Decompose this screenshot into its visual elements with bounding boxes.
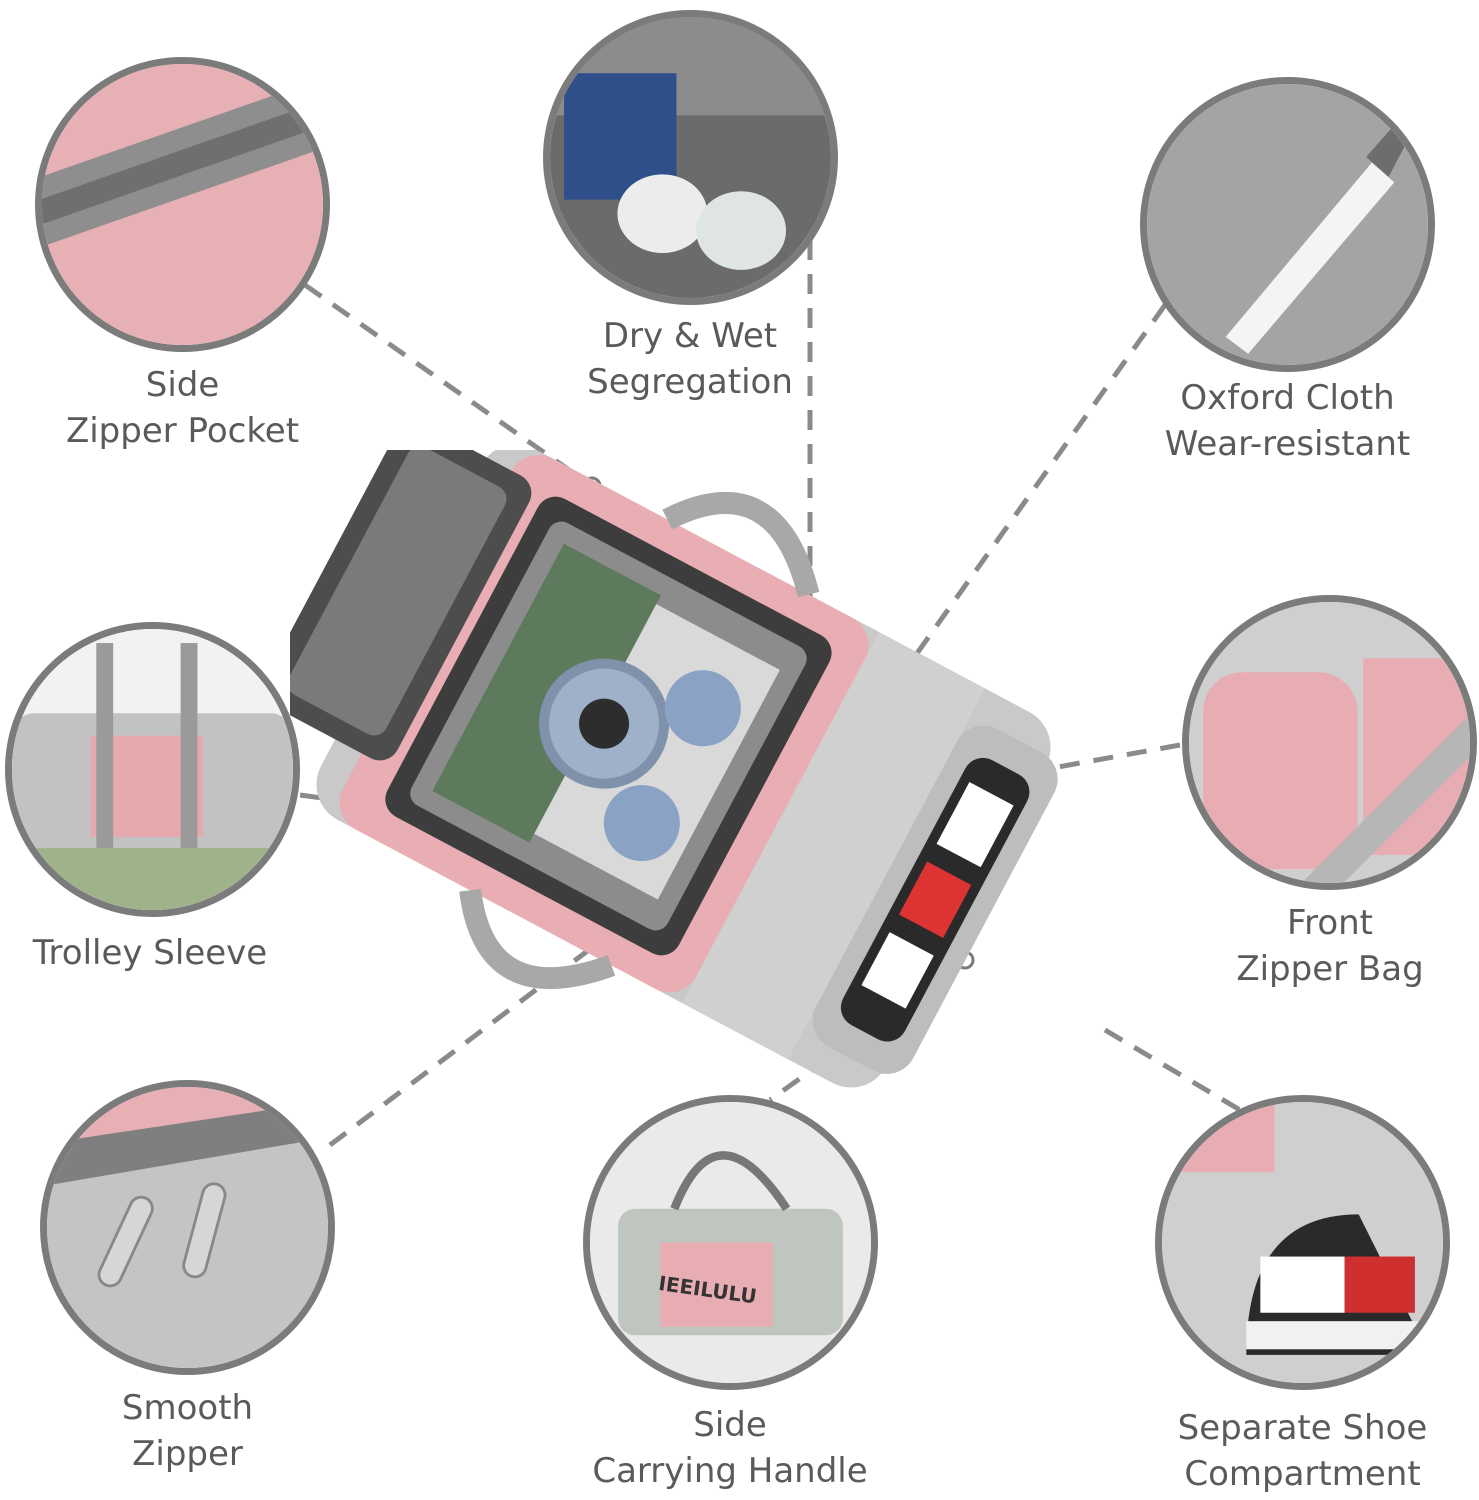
side-zipper-pocket-image: [35, 57, 330, 352]
caption-side-carrying-handle: Side Carrying Handle: [592, 1405, 868, 1491]
front-zipper-bag-image: [1182, 595, 1477, 890]
caption-side-zipper-pocket: Side Zipper Pocket: [65, 365, 300, 451]
separate-shoe-compartment-image: [1155, 1095, 1450, 1390]
caption-front-zipper-bag: Front Zipper Bag: [1236, 903, 1424, 989]
dry-wet-segregation-image: [543, 10, 838, 305]
caption-trolley-sleeve: Trolley Sleeve: [32, 933, 268, 973]
caption-dry-wet-segregation: Dry & Wet Segregation: [587, 316, 793, 402]
trolley-sleeve-image: [5, 622, 300, 917]
caption-oxford-cloth: Oxford Cloth Wear-resistant: [1164, 378, 1411, 464]
oxford-cloth-image: [1140, 77, 1435, 372]
duffel-bag-image: [290, 450, 1058, 1088]
caption-separate-shoe-compartment: Separate Shoe Compartment: [1177, 1408, 1428, 1494]
smooth-zipper-image: [40, 1080, 335, 1375]
side-carrying-handle-image: IEEILULU: [583, 1095, 878, 1390]
caption-smooth-zipper: Smooth Zipper: [121, 1388, 254, 1474]
